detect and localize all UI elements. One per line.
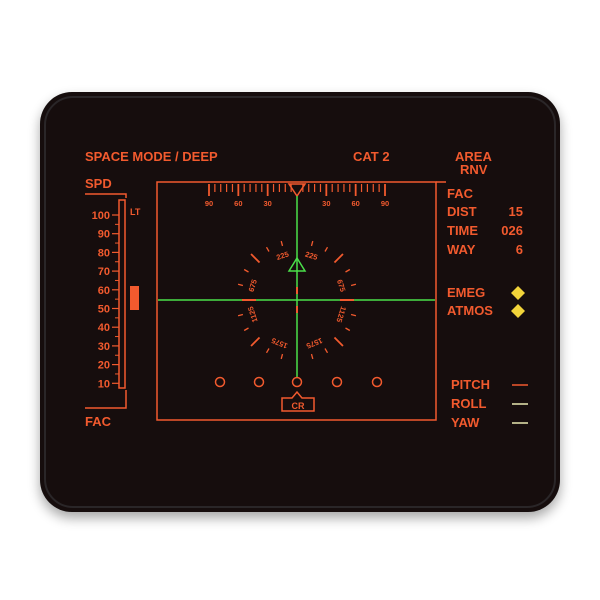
compass-tick [310, 353, 314, 360]
compass-tick [345, 268, 351, 273]
speed-tick-label: 100 [92, 210, 110, 222]
way-value: 6 [516, 242, 523, 257]
compass-tick [243, 268, 249, 273]
speed-tick-label: 80 [98, 247, 110, 259]
speed-tick-label: 40 [98, 322, 110, 334]
compass-tick [250, 253, 261, 264]
time-label: TIME [447, 223, 478, 238]
speed-tick-label: 70 [98, 266, 110, 278]
heading-scale-label: 60 [351, 199, 359, 208]
compass-label: 675 [247, 278, 259, 293]
mouse-pad [40, 92, 560, 512]
speed-tick-group: 100 90 80 70 60 50 40 30 20 10 [92, 210, 119, 390]
compass-tick [280, 353, 284, 360]
roll-label: ROLL [451, 396, 486, 411]
time-value: 026 [501, 223, 523, 238]
heading-scale: 90 60 30 30 60 90 [205, 184, 389, 208]
compass-tick [237, 313, 244, 317]
dist-value: 15 [509, 204, 523, 219]
deviation-dot [214, 376, 226, 388]
compass-tick [280, 240, 284, 247]
atmos-label: ATMOS [447, 303, 493, 318]
cr-label: CR [292, 401, 305, 411]
dist-label: DIST [447, 204, 477, 219]
compass-tick [324, 348, 329, 354]
compass-tick [237, 283, 244, 287]
waypoint-triangle-icon [287, 256, 307, 272]
speed-tick-label: 90 [98, 229, 110, 241]
compass-label: 225 [304, 250, 319, 262]
lt-label: LT [130, 207, 141, 217]
compass-tick [345, 327, 351, 332]
deviation-dot [253, 376, 265, 388]
compass-tick [350, 313, 357, 317]
emeg-label: EMEG [447, 285, 485, 300]
cr-indicator: CR [281, 390, 315, 412]
compass-tick [265, 348, 270, 354]
speed-tick-label: 30 [98, 341, 110, 353]
speed-marker [130, 286, 139, 310]
compass-tick [324, 246, 329, 252]
speed-tape: SPD LT 100 90 80 70 60 50 40 30 20 10 FAC [85, 176, 141, 429]
attitude-panel: PITCH ROLL YAW [451, 377, 528, 430]
nav-panel: FAC DIST 15 TIME 026 WAY 6 [436, 181, 523, 257]
alerts-panel: EMEG ATMOS [447, 285, 525, 318]
heading-scale-label: 30 [263, 199, 271, 208]
compass-tick [333, 253, 344, 264]
emeg-diamond-icon [511, 286, 525, 300]
category-label: CAT 2 [353, 149, 390, 164]
rnav-label: RNV [460, 162, 488, 177]
speed-tick-label: 50 [98, 304, 110, 316]
heading-pointer-icon [287, 183, 307, 198]
speed-tick-label: 20 [98, 360, 110, 372]
yaw-label: YAW [451, 415, 480, 430]
compass-tick [310, 240, 314, 247]
compass-tick [350, 283, 357, 287]
compass-tick [243, 327, 249, 332]
nav-title: FAC [447, 186, 474, 201]
pitch-label: PITCH [451, 377, 490, 392]
fac-footer-label: FAC [85, 414, 112, 429]
heading-scale-label: 90 [381, 199, 389, 208]
heading-scale-label: 30 [322, 199, 330, 208]
way-label: WAY [447, 242, 476, 257]
area-label: AREA [455, 149, 492, 164]
heading-scale-label: 90 [205, 199, 213, 208]
compass-label: 675 [335, 278, 347, 293]
heading-scale-label: 60 [234, 199, 242, 208]
compass-tick [333, 336, 344, 347]
deviation-dot-center [291, 376, 303, 388]
deviation-dot [371, 376, 383, 388]
deviation-dot [331, 376, 343, 388]
speed-tick-label: 10 [98, 378, 110, 390]
speed-tick-label: 60 [98, 285, 110, 297]
compass-tick [265, 246, 270, 252]
compass-tick [250, 336, 261, 347]
deviation-dots [214, 376, 383, 388]
compass-label: 225 [275, 250, 290, 262]
atmos-diamond-icon [511, 304, 525, 318]
spd-label: SPD [85, 176, 112, 191]
mode-title: SPACE MODE / DEEP [85, 149, 218, 164]
